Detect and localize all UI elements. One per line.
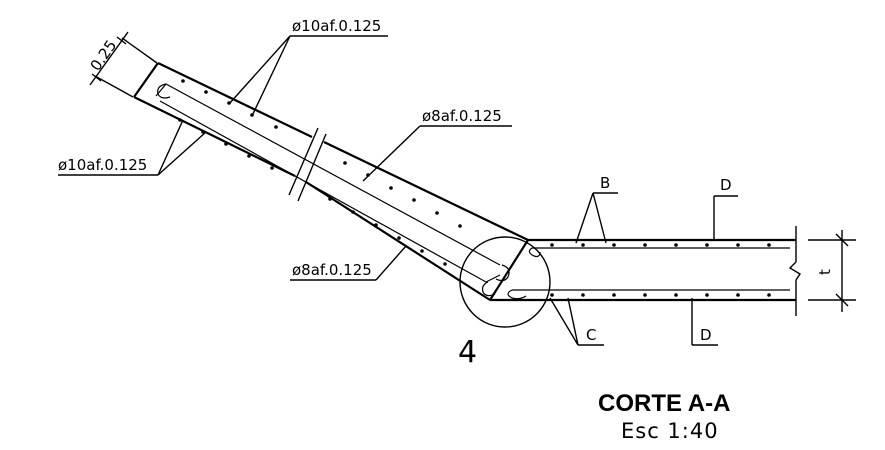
thickness-dimension: 0.25 — [87, 31, 158, 98]
rebar-dots — [178, 79, 771, 297]
leader-low-rebar: ø8af.0.125 — [290, 245, 407, 281]
label-d-bottom: D — [700, 326, 712, 344]
label-t: t — [816, 269, 834, 275]
left-rebar-label: ø10af.0.125 — [58, 156, 147, 174]
section-scale: Esc 1:40 — [621, 419, 719, 443]
label-d-top: D — [720, 176, 732, 194]
label-b: B — [600, 174, 610, 192]
top-rebar-label: ø10af.0.125 — [292, 17, 381, 35]
leader-top-rebar: ø10af.0.125 — [228, 17, 388, 117]
leader-d-bottom: D — [691, 298, 718, 346]
leader-left-rebar: ø10af.0.125 — [58, 119, 207, 176]
leader-mid-rebar: ø8af.0.125 — [362, 107, 512, 182]
horizontal-slab — [489, 226, 801, 316]
leader-b: B — [575, 174, 618, 244]
detail-circle — [459, 236, 551, 328]
section-title: CORTE A-A — [598, 390, 730, 417]
leader-d-top: D — [713, 176, 738, 240]
label-c: C — [586, 326, 596, 344]
detail-number: 4 — [458, 335, 477, 370]
mid-rebar-label: ø8af.0.125 — [422, 107, 502, 125]
t-dimension: t — [808, 230, 856, 312]
low-rebar-label: ø8af.0.125 — [292, 261, 372, 279]
inclined-rebars — [155, 83, 510, 297]
leader-c: C — [549, 297, 604, 346]
thickness-dimension-label: 0.25 — [87, 37, 121, 75]
